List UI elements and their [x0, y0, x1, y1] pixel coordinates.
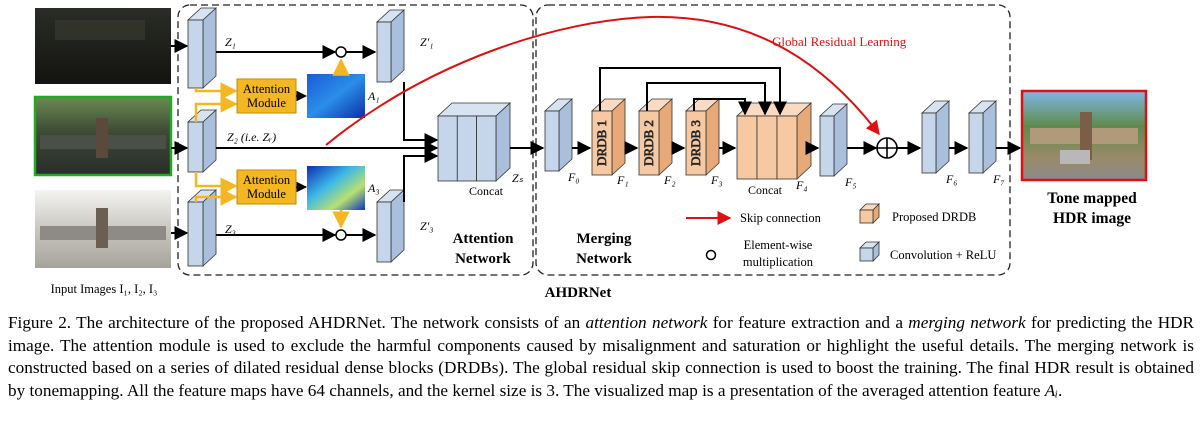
label-z1: Z₁	[225, 35, 236, 49]
conv-block-f5	[818, 103, 849, 177]
svg-text:DRDB 1: DRDB 1	[594, 120, 609, 166]
svg-text:Attention: Attention	[243, 82, 291, 96]
drdb-block-3: DRDB 3	[684, 98, 721, 176]
conv-block-f7	[967, 100, 998, 174]
label-f2: F₂	[663, 173, 676, 187]
yellow-z1-to-att1	[194, 82, 238, 100]
svg-text:DRDB 3: DRDB 3	[688, 120, 703, 166]
attention-module-1: Attention Module	[236, 78, 297, 114]
skip-f1-concat	[646, 82, 772, 116]
yellow-z2-to-att1	[194, 95, 238, 122]
ahdrnet-title: AHDRNet	[545, 285, 612, 301]
attention-map-a1	[307, 74, 365, 118]
label-f7: F₇	[992, 172, 1005, 186]
label-concat-merging: Concat	[748, 183, 783, 197]
concat-block-f4	[735, 102, 813, 180]
skip-f2-concat	[693, 98, 752, 116]
arrow-z3p-concat	[403, 149, 439, 202]
label-a1: A₁	[367, 89, 380, 103]
conv-block-f6	[920, 100, 951, 174]
label-z2: Z₂ (i.e. Zᵣ)	[227, 130, 276, 144]
drdb-block-2: DRDB 2	[637, 98, 674, 176]
yellow-z2-to-att3	[194, 172, 238, 195]
conv-block-z2	[186, 109, 218, 173]
figure-caption: Figure 2. The architecture of the propos…	[8, 313, 1195, 400]
label-z1p: Z′₁	[420, 35, 433, 49]
label-f3: F₃	[710, 173, 723, 187]
conv-block-z1	[186, 7, 218, 89]
drdb-block-1: DRDB 1	[590, 98, 627, 176]
svg-text:Attention: Attention	[243, 173, 291, 187]
label-concat-attention: Concat	[469, 184, 504, 198]
label-f6: F₆	[945, 172, 958, 186]
legend-conv-label: Convolution + ReLU	[890, 248, 996, 262]
mult-node-1	[335, 46, 347, 58]
conv-block-z1p	[375, 9, 406, 83]
legend-drdb-swatch	[859, 203, 880, 224]
yellow-z3-to-att3	[194, 188, 238, 206]
input-image-3	[35, 190, 171, 268]
mult-node-3	[335, 229, 347, 241]
concat-block-zs	[436, 102, 512, 182]
global-residual-curve	[325, 15, 880, 146]
input-images-label: Input Images I₁, I₂, I₃	[51, 282, 158, 296]
svg-text:Module: Module	[247, 96, 286, 110]
attention-map-a3	[307, 166, 365, 210]
ahdrnet-diagram: Input Images I₁, I₂, I₃ Z₁ Z₂ (i.e. Zᵣ) …	[33, 4, 1148, 301]
output-hdr-image	[1020, 89, 1148, 182]
global-residual-label: Global Residual Learning	[772, 34, 907, 49]
conv-block-z3p	[375, 189, 406, 263]
skip-f0-concat	[599, 67, 787, 116]
label-f1: F₁	[616, 173, 629, 187]
legend-skip-label: Skip connection	[740, 211, 822, 225]
label-f4: F₄	[795, 178, 808, 192]
input-image-2	[33, 95, 173, 177]
label-z3p: Z′₃	[420, 219, 433, 233]
legend-mult-symbol	[705, 249, 717, 261]
label-zs: Zₛ	[512, 171, 524, 185]
attention-module-3: Attention Module	[236, 169, 297, 205]
legend: Skip connection Proposed DRDB Element-wi…	[686, 203, 996, 269]
label-f0: F₀	[567, 170, 580, 184]
arrow-z1p-concat	[403, 82, 439, 147]
label-f5: F₅	[844, 175, 857, 189]
merging-network-box	[535, 4, 1011, 276]
svg-text:DRDB 2: DRDB 2	[641, 120, 656, 166]
legend-conv-swatch	[859, 241, 880, 262]
conv-block-z3	[186, 189, 218, 267]
input-image-1	[35, 8, 171, 84]
legend-drdb-label: Proposed DRDB	[892, 210, 976, 224]
conv-block-f0	[543, 98, 574, 172]
label-z3: Z₃	[225, 222, 236, 236]
label-a3: A₃	[367, 181, 380, 195]
attention-network-box	[177, 4, 534, 276]
add-node	[876, 137, 898, 159]
svg-text:Module: Module	[247, 187, 286, 201]
